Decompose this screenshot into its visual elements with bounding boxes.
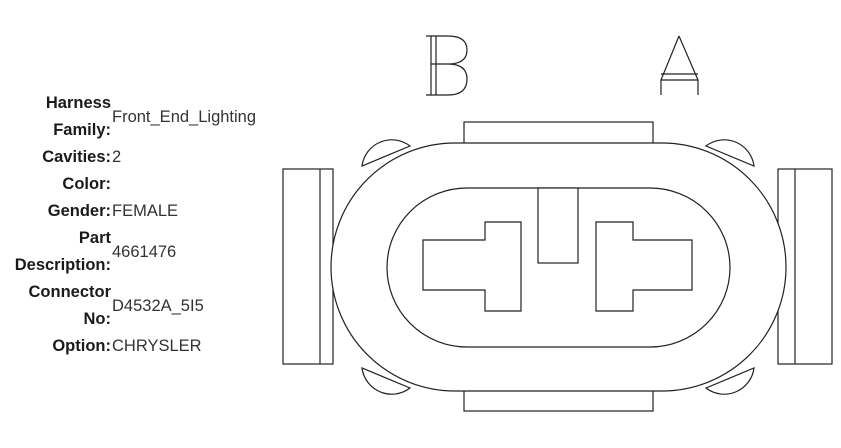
latch-bump-top-left	[361, 139, 412, 167]
cavities-label: Cavities:	[42, 148, 111, 166]
latch-bump-top-right	[704, 139, 755, 167]
center-key	[537, 187, 579, 264]
info-row-option: Option: CHRYSLER	[4, 333, 294, 360]
connector-no-value: D4532A_5I5	[112, 296, 204, 315]
info-row-cavities: Cavities: 2	[4, 144, 294, 171]
connector-info-table: Harness Family: Front_End_Lighting Cavit…	[4, 90, 294, 360]
color-label: Color:	[62, 175, 111, 193]
part-description-label: Part Description:	[14, 229, 111, 274]
gender-value: FEMALE	[112, 202, 179, 220]
info-row-part-description: Part Description: 4661476	[4, 225, 294, 279]
terminal-cavity-a	[595, 221, 693, 312]
latch-bump-bottom-right	[704, 367, 755, 395]
pin-label-a	[660, 35, 699, 95]
info-row-color: Color:	[4, 171, 294, 198]
option-label: Option:	[52, 337, 111, 355]
right-side-ear	[777, 168, 833, 365]
harness-family-label: Harness Family:	[45, 94, 111, 139]
info-row-connector-no: Connector No: D4532A_5I5	[4, 279, 294, 333]
pin-label-b	[426, 35, 468, 96]
harness-family-value: Front_End_Lighting	[112, 107, 257, 126]
option-value: CHRYSLER	[112, 337, 202, 355]
cavities-value: 2	[112, 148, 122, 166]
part-description-value: 4661476	[112, 242, 177, 261]
info-row-harness-family: Harness Family: Front_End_Lighting	[4, 90, 294, 144]
terminal-cavity-b	[422, 221, 522, 312]
latch-bump-bottom-left	[361, 367, 412, 395]
left-side-ear	[282, 168, 334, 365]
connector-no-label: Connector No:	[28, 283, 112, 328]
gender-label: Gender:	[47, 202, 111, 220]
info-row-gender: Gender: FEMALE	[4, 198, 294, 225]
